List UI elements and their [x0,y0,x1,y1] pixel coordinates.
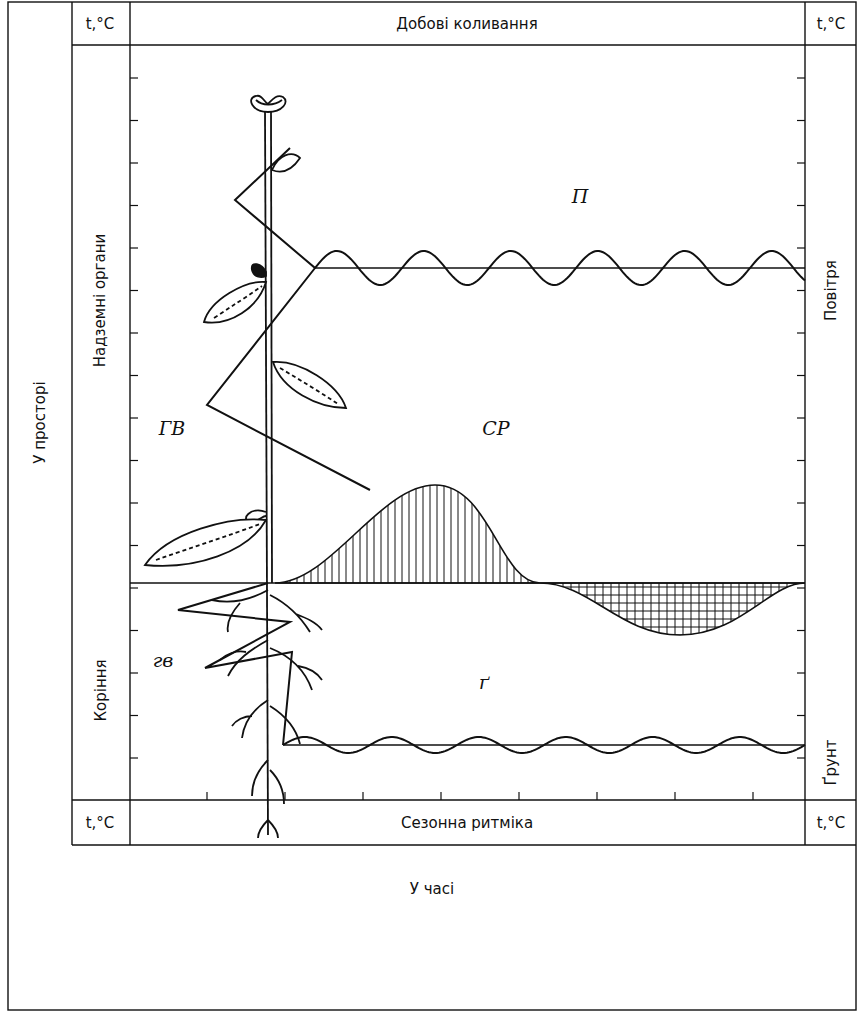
axis-title: У просторі [33,381,48,463]
air-daily-wave [315,251,805,285]
tick-mark [130,247,138,248]
zone-letter: П [572,187,589,206]
tick-mark [752,792,753,800]
tick-mark [130,757,138,758]
air-baseline [315,267,805,269]
tick-mark [130,375,138,376]
axis-title: У часі [410,882,454,897]
tick-mark [674,792,675,800]
tick-mark [797,460,805,461]
seasonal-cold-hatch [540,583,805,635]
tick-mark [797,672,805,673]
tick-mark [797,332,805,333]
tick-mark [130,545,138,546]
tick-mark [797,247,805,248]
tick-mark [797,120,805,121]
soil-daily-wave [283,737,805,753]
zone-letter: ГВ [159,419,186,438]
section-label: Ґрунт [824,739,839,785]
tick-mark [130,587,138,588]
section-label: Коріння [94,659,109,721]
tick-mark [130,630,138,631]
unit-label: t,°C [817,17,846,32]
tick-mark [797,375,805,376]
tick-mark [130,417,138,418]
zone-letter: СР [482,419,509,438]
zone-letter: ґ [479,673,489,692]
tick-mark [130,715,138,716]
tick-mark [130,672,138,673]
tick-mark [797,290,805,291]
tick-mark [130,502,138,503]
tick-mark [440,792,441,800]
tick-mark [130,77,138,78]
tick-mark [797,757,805,758]
tick-mark [797,587,805,588]
plant-illustration [145,96,346,838]
tick-mark [797,502,805,503]
tick-mark [206,792,207,800]
header-cell: Добові коливання [396,17,537,32]
tick-mark [518,792,519,800]
tick-mark [130,162,138,163]
unit-label: t,°C [86,816,115,831]
header-cell: Сезонна ритміка [401,816,533,831]
tick-mark [797,630,805,631]
axis-ticks [130,78,805,800]
table-frame [8,2,856,1010]
zone-letter: гв [153,651,174,670]
tick-mark [797,715,805,716]
tick-mark [797,417,805,418]
seasonal-warm-hatch [275,485,540,583]
tick-mark [130,120,138,121]
tick-mark [130,332,138,333]
section-label: Повітря [824,260,839,321]
tick-mark [596,792,597,800]
unit-label: t,°C [817,816,846,831]
tick-mark [797,77,805,78]
section-label: Надземні органи [94,233,109,366]
unit-label: t,°C [86,17,115,32]
soil-gradient-line [178,583,292,745]
tick-mark [797,205,805,206]
tick-mark [362,792,363,800]
tick-mark [797,162,805,163]
tick-mark [797,545,805,546]
tick-mark [130,205,138,206]
tick-mark [130,290,138,291]
tick-mark [130,460,138,461]
